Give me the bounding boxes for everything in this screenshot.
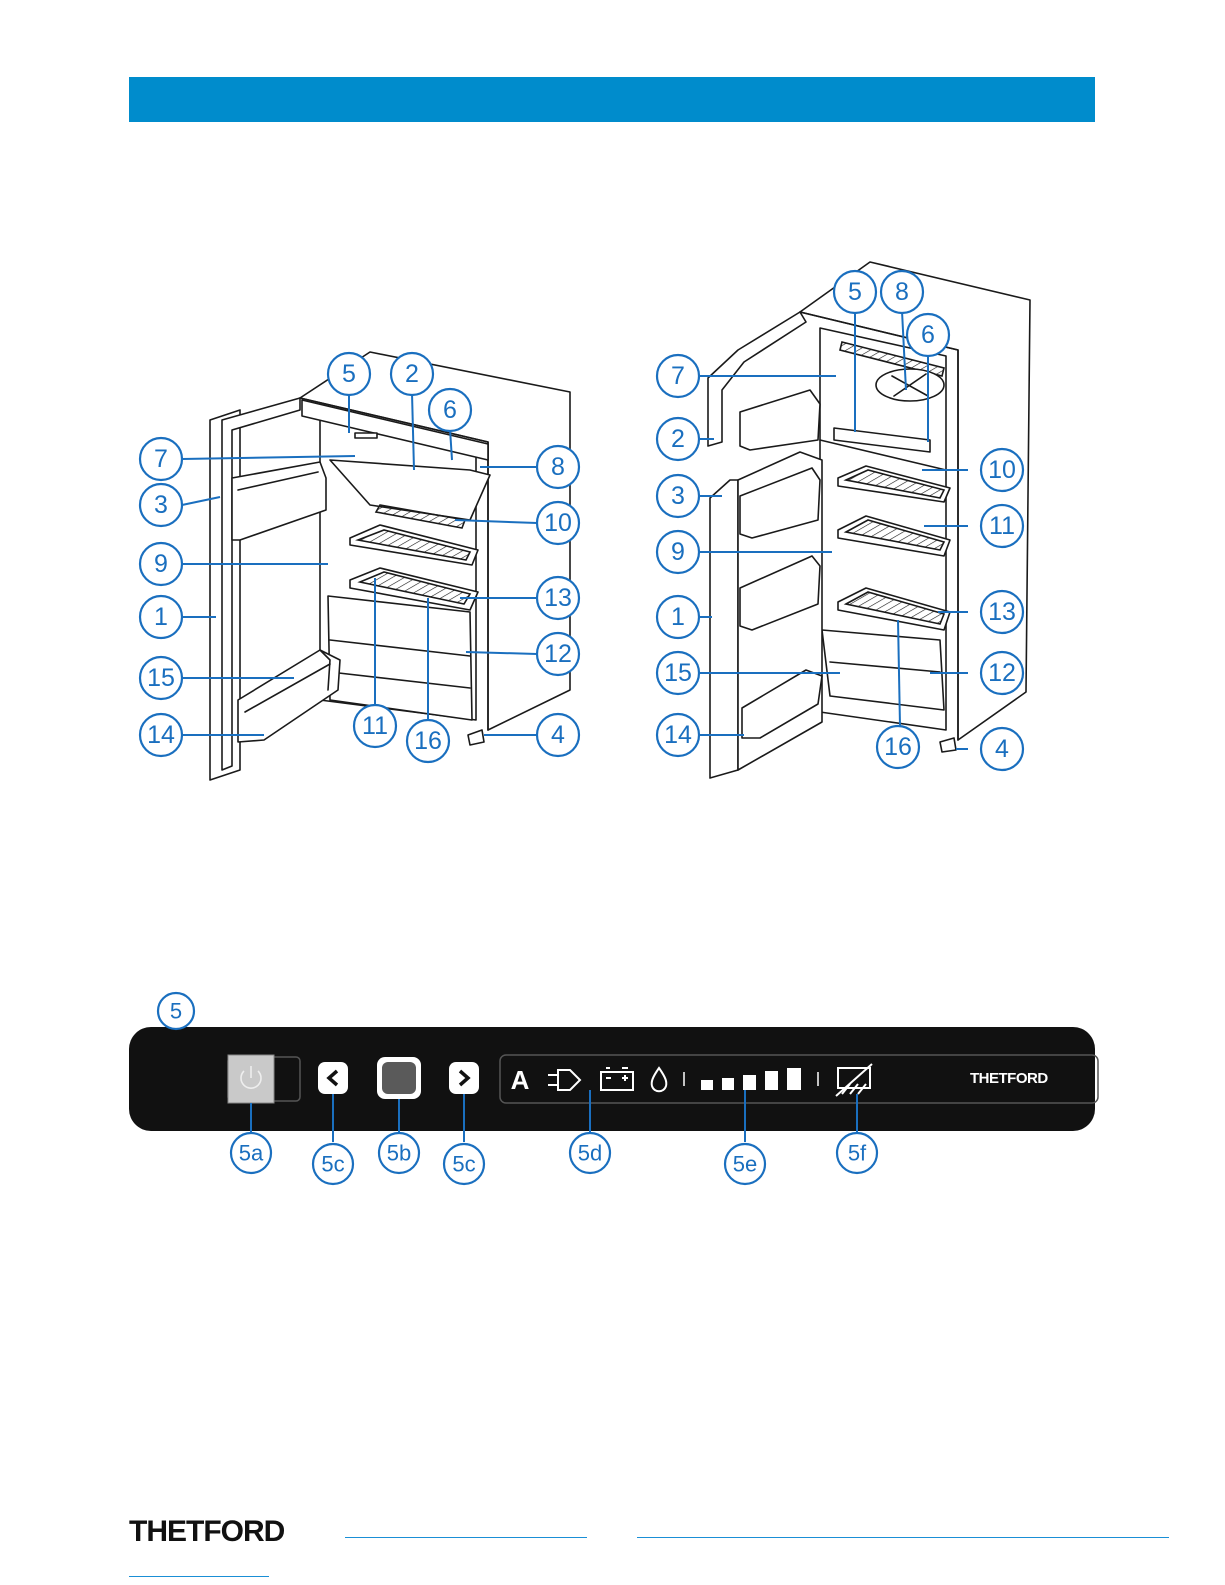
callout-5d: 5d	[570, 1133, 610, 1173]
callout-5b: 5b	[379, 1133, 419, 1173]
defrost-icon	[836, 1064, 872, 1096]
svg-text:5a: 5a	[239, 1141, 264, 1166]
select-button-icon	[382, 1062, 416, 1094]
footer-brand-logo: THETFORD	[129, 1515, 284, 1549]
callout-5c-right: 5c	[444, 1144, 484, 1184]
svg-text:5c: 5c	[321, 1152, 344, 1177]
footer-divider-right	[637, 1537, 1169, 1538]
callout-5a: 5a	[231, 1133, 271, 1173]
svg-text:5f: 5f	[848, 1141, 867, 1166]
callout-5f: 5f	[837, 1133, 877, 1173]
chevron-right-button[interactable]	[449, 1062, 479, 1094]
auto-mode-icon: A	[511, 1065, 530, 1095]
footer-divider-left	[345, 1537, 587, 1538]
panel-brand-logo: THETFORD	[970, 1070, 1048, 1087]
svg-text:5b: 5b	[387, 1141, 411, 1166]
gas-flame-icon	[652, 1068, 667, 1091]
callout-panel-5: 5	[158, 993, 194, 1029]
chevron-left-button[interactable]	[318, 1062, 348, 1094]
power-button[interactable]	[228, 1055, 274, 1103]
level-bars-icon	[701, 1068, 801, 1090]
svg-text:5d: 5d	[578, 1141, 602, 1166]
callout-5c-left: 5c	[313, 1144, 353, 1184]
select-button[interactable]	[377, 1057, 421, 1099]
footer-underline	[129, 1576, 269, 1577]
callout-5e: 5e	[725, 1144, 765, 1184]
control-panel-leaders	[251, 1090, 857, 1142]
svg-text:5: 5	[170, 999, 182, 1024]
svg-text:5c: 5c	[452, 1152, 475, 1177]
battery-icon	[601, 1068, 633, 1090]
mains-plug-icon	[548, 1070, 580, 1090]
svg-text:5e: 5e	[733, 1152, 757, 1177]
